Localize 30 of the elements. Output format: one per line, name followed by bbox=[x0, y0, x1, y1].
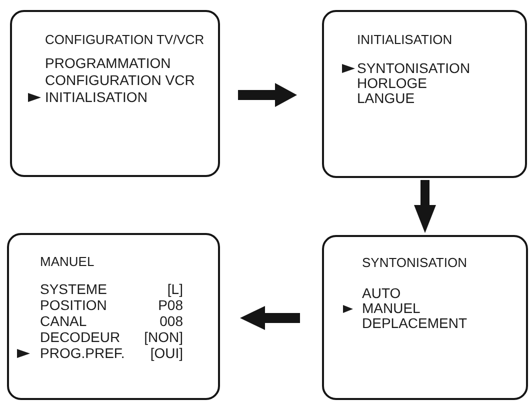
arrow bbox=[414, 180, 436, 233]
menu-item: DEPLACEMENT bbox=[362, 316, 468, 331]
menu-title: MANUEL bbox=[40, 254, 94, 270]
menu-item: PROGRAMMATION bbox=[45, 55, 171, 72]
menu-screen bbox=[10, 10, 220, 177]
setting-value: 008 bbox=[160, 313, 183, 329]
menu-item: MANUEL bbox=[362, 301, 420, 316]
setting-value: [NON] bbox=[144, 329, 183, 345]
menu-item: AUTO bbox=[362, 286, 401, 301]
menu-item: PROG.PREF. bbox=[40, 345, 125, 361]
menu-item: CONFIGURATION VCR bbox=[45, 72, 195, 89]
menu-screen bbox=[7, 233, 220, 400]
menu-item: SYNTONISATION bbox=[357, 61, 470, 76]
menu-item: CANAL bbox=[40, 313, 87, 329]
menu-title: CONFIGURATION TV/VCR bbox=[45, 32, 204, 48]
menu-item: INITIALISATION bbox=[45, 89, 148, 106]
menu-item: LANGUE bbox=[357, 91, 415, 106]
menu-title: SYNTONISATION bbox=[362, 255, 467, 271]
menu-item: DECODEUR bbox=[40, 329, 120, 345]
menu-title: INITIALISATION bbox=[357, 32, 452, 48]
menu-item: POSITION bbox=[40, 297, 107, 313]
setting-value: [OUI] bbox=[150, 345, 183, 361]
menu-item: SYSTEME bbox=[40, 281, 107, 297]
menu-screen bbox=[322, 235, 528, 400]
setting-value: P08 bbox=[158, 297, 183, 313]
arrow bbox=[240, 306, 300, 330]
menu-screen bbox=[322, 10, 527, 178]
setting-value: [L] bbox=[167, 281, 183, 297]
arrow bbox=[238, 83, 297, 107]
menu-item: HORLOGE bbox=[357, 76, 428, 91]
